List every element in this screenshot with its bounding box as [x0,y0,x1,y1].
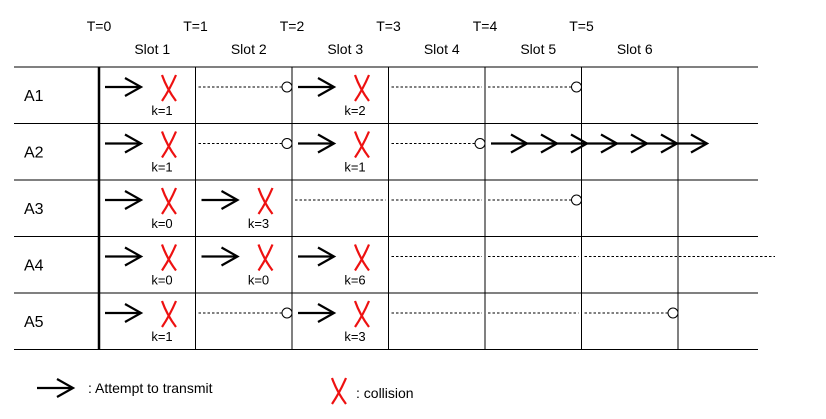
collision-x-icon [353,244,371,272]
attempt-arrow-icon [298,246,337,267]
agent-row-a1: A1 k=1 k=2 [24,74,582,118]
grid [14,66,758,350]
collision-x-icon [353,300,371,328]
slot-label: Slot 6 [617,41,653,57]
backoff-k-label: k=2 [344,103,365,118]
backoff-k-label: k=0 [151,273,172,288]
backoff-end-circle-icon [571,194,582,206]
time-label: T=4 [473,18,498,34]
backoff-end-circle-icon [571,81,582,93]
backoff-end-circle-icon [281,138,293,149]
collision-x-icon [330,377,348,405]
agent-row-a2: A2 k=1 k=1 [24,131,710,175]
collision-x-icon [160,74,178,102]
time-label: T=3 [376,18,401,34]
slot-label: Slot 1 [134,41,170,57]
legend-attempt-arrow-icon [37,378,76,398]
backoff-end-circle-icon [281,307,293,319]
slot-label: Slot 4 [424,41,460,57]
backoff-end-circle-icon [281,81,293,93]
slot-label: Slot 2 [231,41,267,57]
backoff-end-circle-icon [474,138,486,149]
backoff-k-label: k=3 [248,216,269,231]
backoff-k-label: k=0 [248,273,269,288]
collision-x-icon [257,187,274,215]
slot-label: Slot 5 [520,41,556,57]
attempt-arrow-icon [105,303,144,323]
backoff-k-label: k=0 [151,216,172,231]
transmit-arrow-icon [671,133,710,154]
attempt-arrow-icon [201,190,240,210]
legend-attempt-label: : Attempt to transmit [88,380,213,396]
agent-name: A1 [24,88,44,105]
time-label: T=5 [569,18,594,34]
attempt-arrow-icon [105,246,144,267]
legend-collision-label: : collision [356,385,414,401]
agent-name: A3 [24,201,44,218]
time-label: T=0 [87,18,112,34]
attempt-arrow-icon [37,378,76,398]
backoff-k-label: k=1 [151,160,172,175]
attempt-arrow-icon [298,303,337,323]
time-label: T=1 [183,18,208,34]
attempt-arrow-icon [298,77,337,97]
agent-row-a5: A5 k=1 k=3 [24,300,679,344]
attempt-arrow-icon [105,190,144,210]
collision-x-icon [353,131,371,159]
legend-collision-icon [330,377,348,405]
attempt-arrow-icon [298,133,337,154]
legend: : Attempt to transmit : collision [37,377,414,405]
backoff-end-circle-icon [667,307,679,319]
attempt-arrow-icon [105,77,144,97]
backoff-k-label: k=6 [344,273,365,288]
agent-name: A4 [24,258,44,275]
collision-x-icon [160,131,178,159]
agent-name: A5 [24,314,44,331]
backoff-k-label: k=1 [344,160,365,175]
collision-x-icon [160,300,178,328]
collision-x-icon [160,244,178,272]
agent-row-a3: A3 k=0 k=3 [24,187,582,231]
attempt-arrow-icon [201,246,240,267]
backoff-k-label: k=3 [344,329,365,344]
slot-label: Slot 3 [327,41,363,57]
agent-row-a4: A4 k=0 k=0 k=6 [24,244,775,288]
collision-x-icon [160,187,178,215]
agent-name: A2 [24,145,44,162]
collision-x-icon [257,244,274,272]
collision-x-icon [353,74,371,102]
backoff-k-label: k=1 [151,329,172,344]
time-label: T=2 [280,18,305,34]
backoff-k-label: k=1 [151,103,172,118]
attempt-arrow-icon [105,133,144,154]
